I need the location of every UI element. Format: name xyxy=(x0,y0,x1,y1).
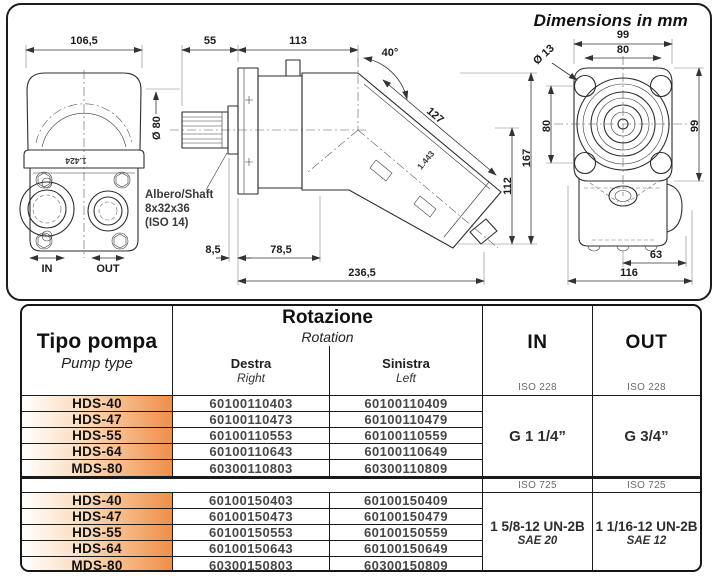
out-standard-g1: ISO 228 xyxy=(593,379,700,396)
dim-label-height-total: 167 xyxy=(521,149,533,167)
rotation-header-it: Rotazione xyxy=(282,307,373,328)
table-row-pump: HDS-47 xyxy=(22,412,173,428)
table-row-pump: MDS-80 xyxy=(22,557,173,570)
table-row-code-left: 60100150649 xyxy=(330,541,483,557)
dimensions-note: Dimensions in mm xyxy=(533,11,688,30)
table-row-code-right: 60100150473 xyxy=(173,509,330,525)
table-row-code-right: 60100150553 xyxy=(173,525,330,541)
table-row-code-left: 60100110409 xyxy=(330,396,483,412)
table-row-code-right: 60100110553 xyxy=(173,428,330,444)
table-row-code-right: 60100150403 xyxy=(173,493,330,509)
port-label-in: IN xyxy=(42,263,53,275)
port-label-out: OUT xyxy=(96,263,120,275)
casting-mark-side: 1.443 xyxy=(415,149,437,172)
table-row-pump: HDS-55 xyxy=(22,525,173,541)
out-header: OUT xyxy=(593,306,700,379)
dim-label-mid-len: 78,5 xyxy=(270,244,291,256)
table-row-pump: MDS-80 xyxy=(22,460,173,476)
out-spec-g2: 1 1/16-12 UN-2B SAE 12 xyxy=(595,519,698,547)
dim-label-diag-len: 127 xyxy=(424,105,446,126)
table-row-code-right: 60100110643 xyxy=(173,444,330,460)
dim-label-shaft-dia: Ø 80 xyxy=(151,116,163,140)
dim-label-shaft-len: 55 xyxy=(204,35,216,47)
pump-type-header-it: Tipo pompa xyxy=(36,329,158,353)
dim-label-rear-width-outer: 99 xyxy=(617,29,629,41)
out-header-label: OUT xyxy=(625,331,668,353)
front-view-drawing: 106,5 1.424 xyxy=(19,35,145,275)
rotation-right-en: Right xyxy=(236,371,265,385)
rotation-right-it: Destra xyxy=(230,356,272,371)
dim-label-height-mid: 112 xyxy=(502,177,514,195)
rotation-left-header: Sinistra Left xyxy=(330,346,483,396)
dim-label-rear-height-outer: 99 xyxy=(689,120,701,132)
ordering-table: Tipo pompa Pump type Rotazione Rotation … xyxy=(20,304,702,572)
dim-label-offset: 8,5 xyxy=(205,244,220,256)
table-row-code-left: 60300110809 xyxy=(330,460,483,476)
rotation-header: Rotazione Rotation xyxy=(173,306,483,346)
dim-label-rear-width-bolts: 80 xyxy=(617,44,629,56)
casting-mark-front: 1.424 xyxy=(65,156,87,166)
table-row-code-left: 60100150479 xyxy=(330,509,483,525)
in-spec-g1: G 1 1/4” xyxy=(483,396,593,476)
in-header: IN xyxy=(483,306,593,379)
in-header-label: IN xyxy=(527,331,548,353)
out-standard-g2: ISO 725 xyxy=(593,476,700,493)
dim-label-total-len: 236,5 xyxy=(348,267,376,279)
pump-type-header: Tipo pompa Pump type xyxy=(22,306,173,396)
shaft-note-line1: Albero/Shaft xyxy=(145,189,214,201)
table-row-code-left: 60100150409 xyxy=(330,493,483,509)
in-standard-g2: ISO 725 xyxy=(483,476,593,493)
dim-label-bottom-outer: 116 xyxy=(620,267,638,279)
pump-type-header-en: Pump type xyxy=(61,354,133,372)
table-row-code-left: 60100150559 xyxy=(330,525,483,541)
group-separator xyxy=(22,476,483,493)
table-row-code-left: 60100110479 xyxy=(330,412,483,428)
rear-view-drawing: 99 80 Ø 13 80 9 xyxy=(531,29,704,285)
table-row-pump: HDS-40 xyxy=(22,493,173,509)
table-row-pump: HDS-64 xyxy=(22,541,173,557)
shaft-note-line3: (ISO 14) xyxy=(145,217,189,229)
table-row-code-right: 60100110403 xyxy=(173,396,330,412)
table-row-code-right: 60100110473 xyxy=(173,412,330,428)
table-row-pump: HDS-47 xyxy=(22,509,173,525)
in-spec-g2: 1 5/8-12 UN-2B SAE 20 xyxy=(483,493,593,570)
dim-label-angle: 40° xyxy=(382,47,399,59)
table-row-code-left: 60300150809 xyxy=(330,557,483,570)
table-row-code-left: 60100110559 xyxy=(330,428,483,444)
side-view-drawing: 1.443 Ø 80 55 113 40° 127 xyxy=(146,35,537,285)
table-row-code-left: 60100110649 xyxy=(330,444,483,460)
rotation-right-header: Destra Right xyxy=(173,346,330,396)
table-row-code-right: 60100150643 xyxy=(173,541,330,557)
out-spec-g1: G 3/4” xyxy=(624,427,669,445)
rotation-header-en: Rotation xyxy=(301,329,354,345)
table-row-code-right: 60300150803 xyxy=(173,557,330,570)
dim-label-rear-height-bolts: 80 xyxy=(541,120,553,132)
in-standard-g1: ISO 228 xyxy=(483,379,593,396)
table-row-pump: HDS-40 xyxy=(22,396,173,412)
table-row-pump: HDS-55 xyxy=(22,428,173,444)
rotation-left-it: Sinistra xyxy=(382,356,430,371)
rotation-left-en: Left xyxy=(395,371,416,385)
table-row-pump: HDS-64 xyxy=(22,444,173,460)
dim-label-body-len: 113 xyxy=(289,35,307,47)
table-row-code-right: 60300110803 xyxy=(173,460,330,476)
pump-technical-drawing: 106,5 1.424 xyxy=(19,29,704,285)
shaft-note-line2: 8x32x36 xyxy=(145,203,190,215)
shaft-annotation: Albero/Shaft 8x32x36 (ISO 14) xyxy=(145,152,228,229)
dim-label-front-width: 106,5 xyxy=(70,35,98,47)
dim-label-bottom-inner: 63 xyxy=(650,249,662,261)
